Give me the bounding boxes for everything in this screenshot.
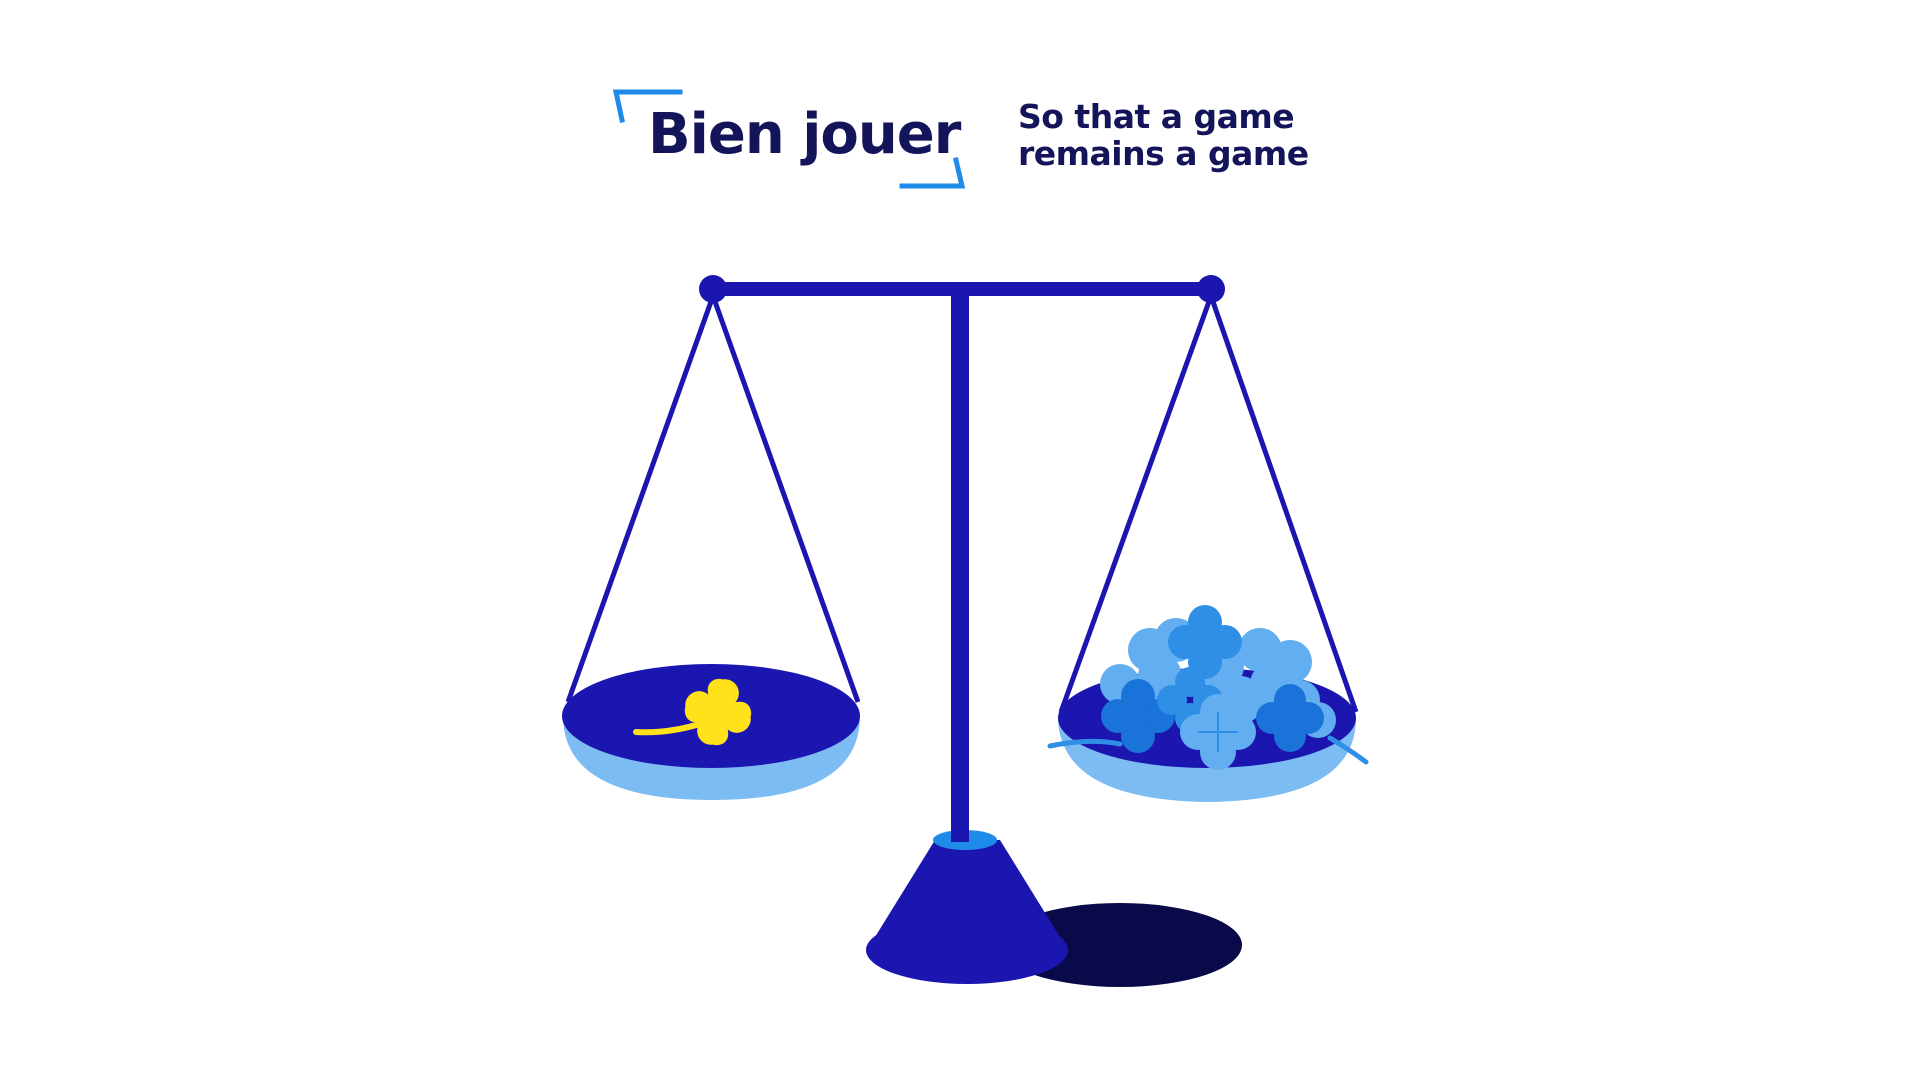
tagline: So that a game remains a game xyxy=(1018,98,1309,172)
scale-base xyxy=(866,830,1068,984)
bien-jouer-logo: Bien jouer xyxy=(612,86,980,196)
right-pan-strings xyxy=(1058,295,1359,713)
scale-beam xyxy=(699,275,1225,303)
left-pan-strings xyxy=(565,295,861,703)
tagline-line-2: remains a game xyxy=(1018,134,1309,173)
scale-pole xyxy=(951,296,969,842)
tagline-line-1: So that a game xyxy=(1018,97,1295,136)
logo-bracket-icon xyxy=(612,89,966,189)
scale-shadow xyxy=(998,903,1242,987)
blue-clover-pile-icon xyxy=(1047,605,1369,770)
yellow-clover-icon xyxy=(633,678,752,746)
logo-text: Bien jouer xyxy=(648,102,961,167)
